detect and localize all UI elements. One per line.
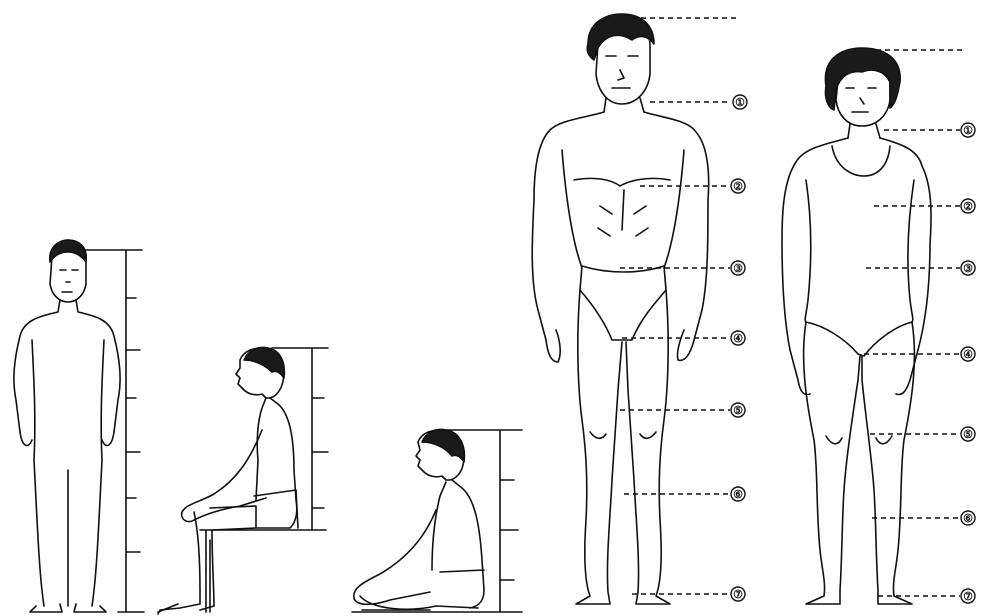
female-marker-2: ② — [961, 199, 975, 213]
svg-text:⑦: ⑦ — [733, 588, 743, 601]
male-marker-set: ① ② ③ ④ ⑤ ⑥ ⑦ — [731, 95, 747, 601]
male-marker-6: ⑥ — [731, 487, 745, 501]
chair — [200, 530, 326, 612]
female-marker-5: ⑤ — [961, 427, 975, 441]
female-marker-set: ① ② ③ ④ ⑤ ⑥ ⑦ — [961, 123, 975, 603]
svg-text:②: ② — [733, 180, 743, 193]
svg-text:③: ③ — [963, 262, 973, 275]
svg-text:⑥: ⑥ — [963, 512, 973, 525]
female-marker-7: ⑦ — [961, 589, 975, 603]
child-standing-figure — [14, 240, 120, 612]
female-marker-4: ④ — [961, 347, 975, 361]
svg-text:④: ④ — [733, 332, 743, 345]
child-seated-floor-figure — [354, 430, 484, 611]
svg-text:②: ② — [963, 200, 973, 213]
svg-text:①: ① — [963, 124, 973, 137]
male-marker-2: ② — [731, 179, 745, 193]
child-seated-chair-figure — [158, 348, 298, 615]
svg-text:⑤: ⑤ — [733, 404, 743, 417]
male-marker-5: ⑤ — [731, 403, 745, 417]
svg-text:⑦: ⑦ — [963, 590, 973, 603]
male-marker-7: ⑦ — [731, 587, 745, 601]
svg-text:⑤: ⑤ — [963, 428, 973, 441]
svg-text:④: ④ — [963, 348, 973, 361]
male-marker-4: ④ — [731, 331, 745, 345]
svg-text:①: ① — [735, 96, 745, 109]
male-marker-3: ③ — [731, 261, 745, 275]
adult-male-figure — [532, 14, 708, 604]
adult-female-figure — [782, 48, 931, 604]
female-marker-6: ⑥ — [961, 511, 975, 525]
male-marker-1: ① — [733, 95, 747, 109]
svg-text:③: ③ — [733, 262, 743, 275]
female-marker-1: ① — [961, 123, 975, 137]
female-marker-3: ③ — [961, 261, 975, 275]
svg-text:⑥: ⑥ — [733, 488, 743, 501]
